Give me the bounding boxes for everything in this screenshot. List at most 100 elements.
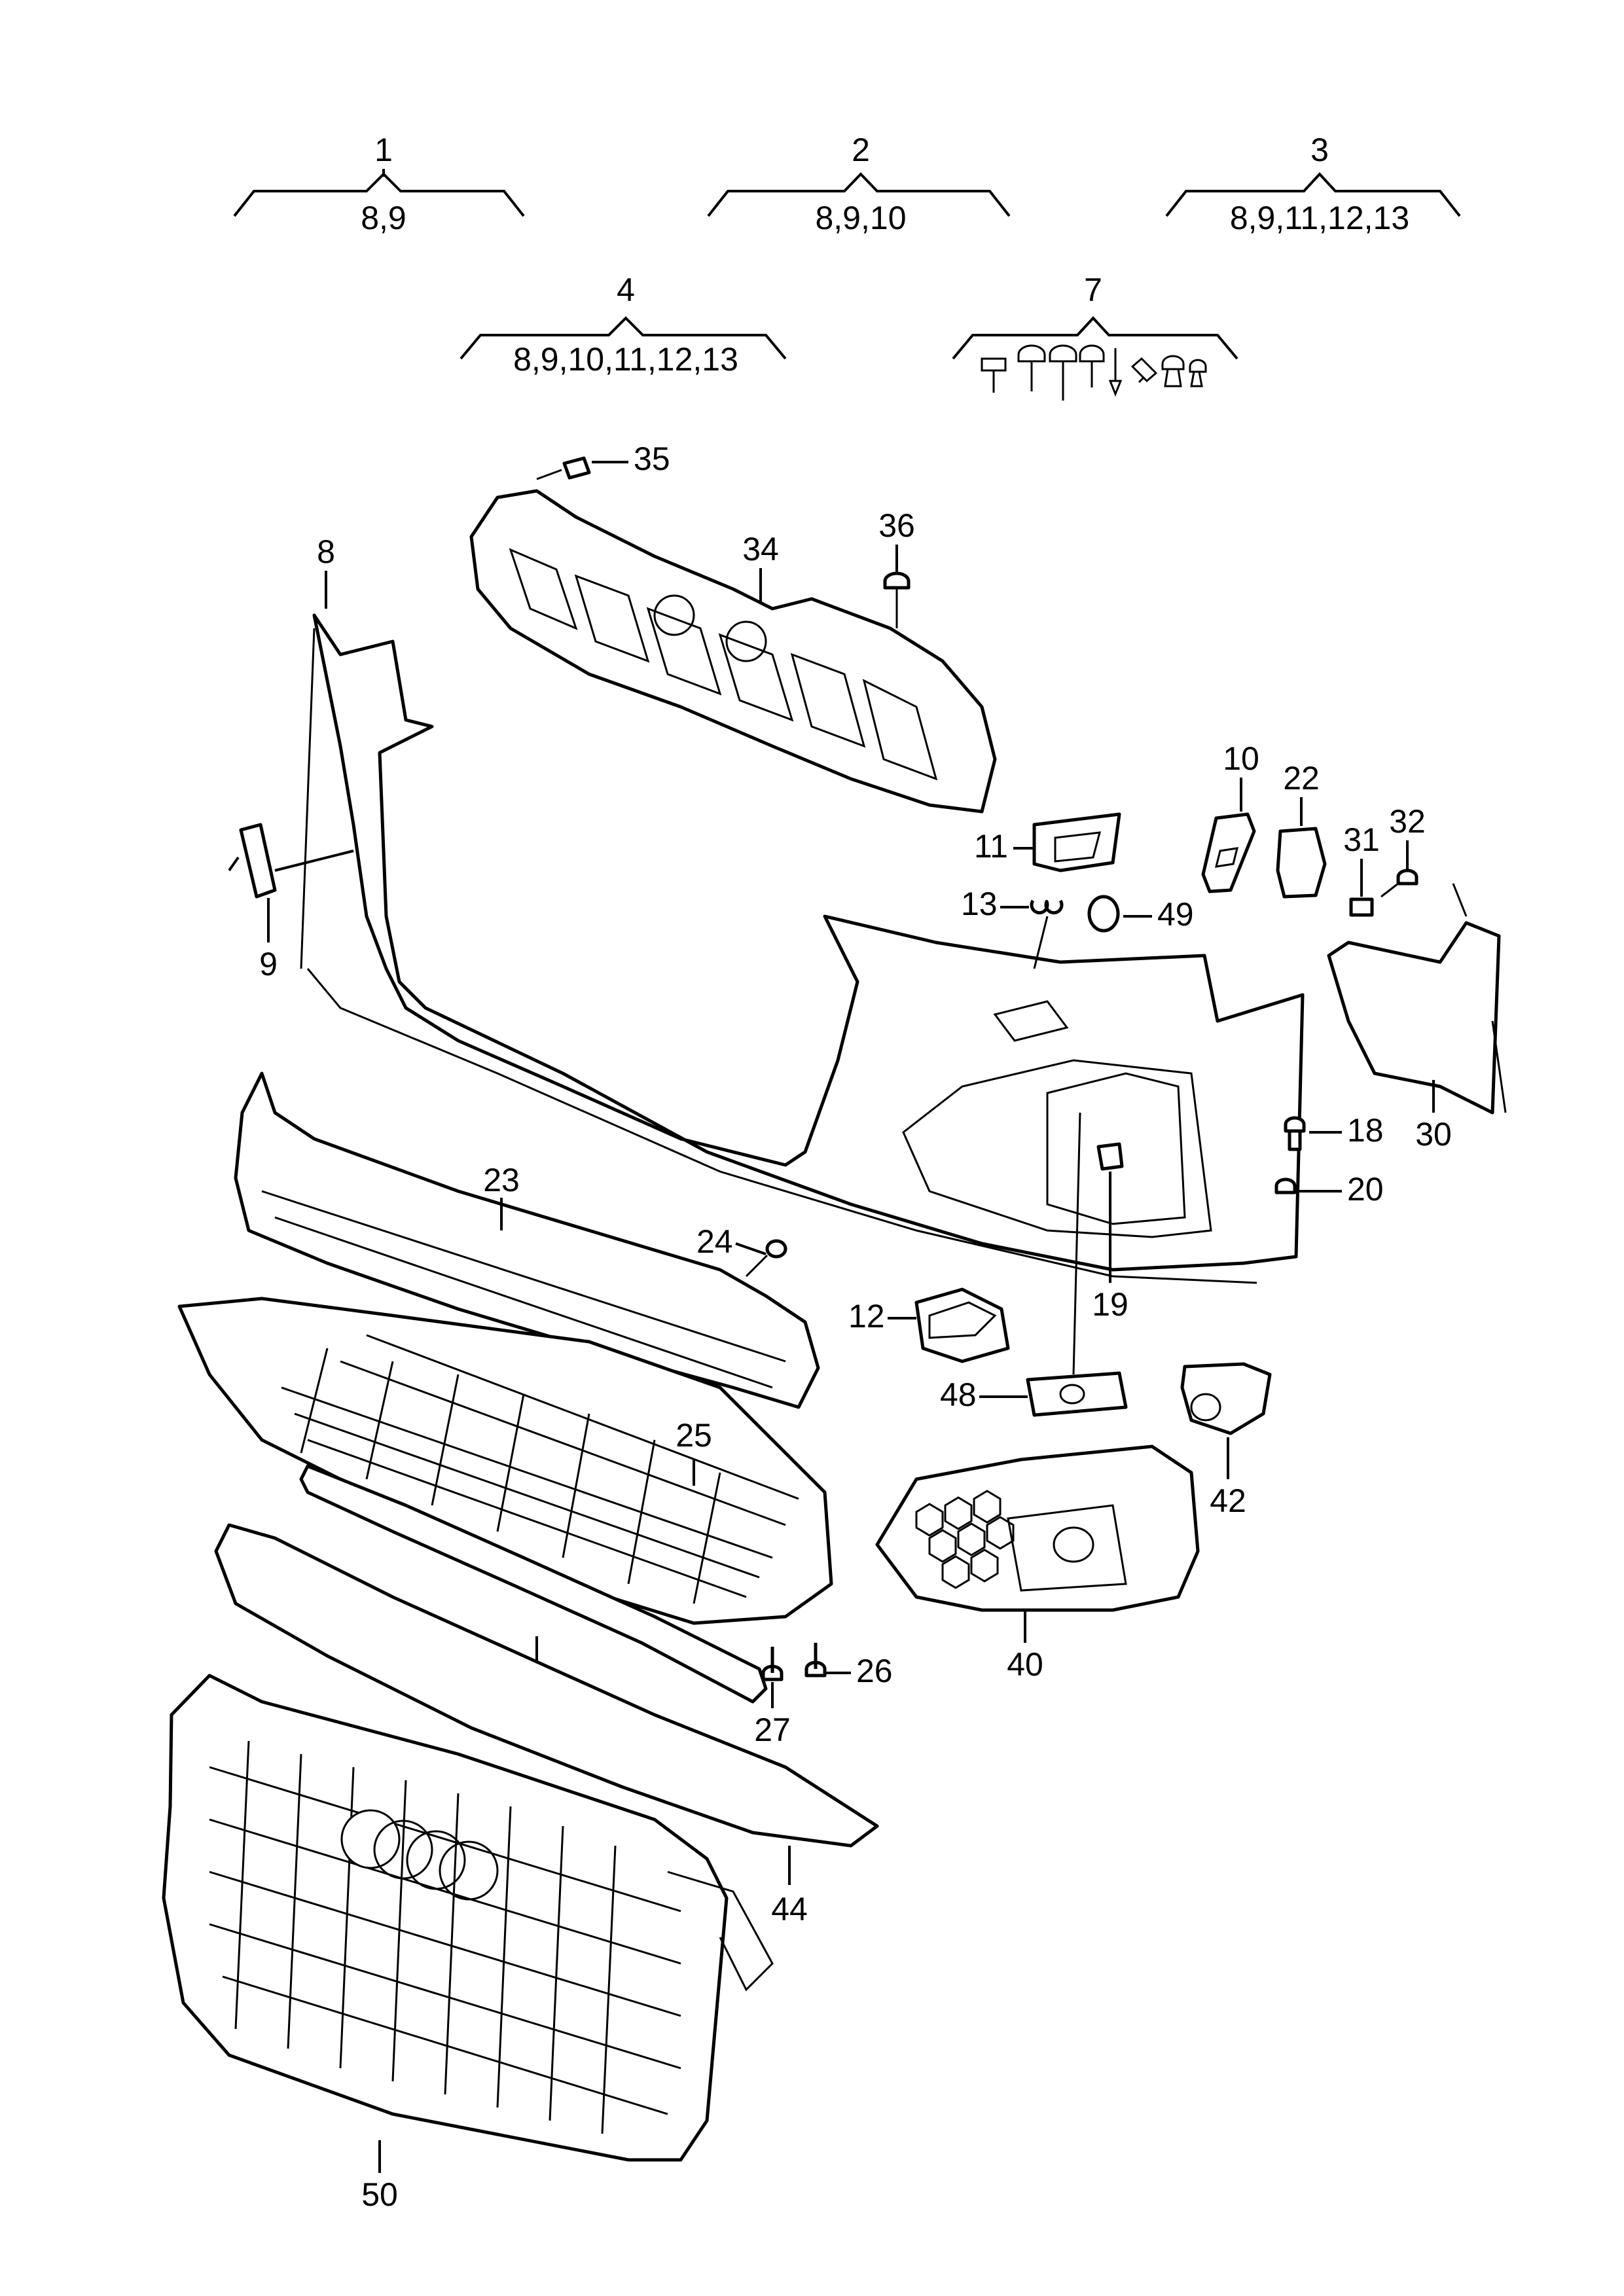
grille-40-frame <box>875 1444 1200 1612</box>
callout-11-label: 11 <box>974 828 1008 865</box>
rivet-icon <box>1189 359 1207 387</box>
callout-13-label: 13 <box>961 886 998 922</box>
group-7-bracket <box>952 316 1238 360</box>
part-8-bumper-cover <box>300 613 1305 1284</box>
grille-40-honeycomb <box>915 1490 1015 1589</box>
group-2: 2 8,9,10 <box>707 132 1011 236</box>
grille-50-side-tab <box>667 1871 774 1992</box>
callout-12: 12 <box>848 1287 1010 1363</box>
pin-icon <box>1108 348 1123 397</box>
callout-27: 27 <box>754 1647 791 1748</box>
spoiler-44-body <box>214 1523 879 1848</box>
part-35-screw-shape <box>562 456 591 480</box>
callout-20: 20 <box>1274 1171 1384 1208</box>
part-48-sensor-holder <box>1026 1371 1128 1417</box>
part-49-sensor <box>1087 895 1120 933</box>
part-50-radiator-grille: 50 <box>162 1674 774 2213</box>
group-7: 7 <box>952 272 1238 401</box>
part-10-cover <box>1201 812 1256 893</box>
group-2-parts: 8,9,10 <box>815 200 906 236</box>
callout-24: 24 <box>696 1223 787 1278</box>
callout-19: 19 <box>1092 1142 1128 1323</box>
callout-18: 18 <box>1284 1112 1384 1151</box>
part-34-bumper-carrier <box>469 456 997 814</box>
callout-19-label: 19 <box>1092 1286 1128 1323</box>
group-3-parts: 8,9,11,12,13 <box>1230 200 1409 236</box>
callout-18-label: 18 <box>1347 1112 1384 1149</box>
part-30-bracket: 30 <box>1327 883 1507 1153</box>
callout-8-label: 8 <box>317 533 335 570</box>
carrier-cells <box>509 548 938 781</box>
part-24-screw <box>765 1239 787 1259</box>
part-13-clip <box>1030 899 1064 915</box>
part-18-rivet <box>1284 1116 1306 1151</box>
callout-32: 32 <box>1380 803 1426 898</box>
callout-44-label: 44 <box>771 1891 808 1928</box>
part-32-screw <box>1396 869 1418 886</box>
group-2-number: 2 <box>852 132 870 168</box>
strip-28-body <box>299 1464 768 1704</box>
callout-48: 48 <box>940 1112 1128 1417</box>
part-9-bracket <box>239 823 277 899</box>
group-3-bracket <box>1165 172 1461 217</box>
group-1-number: 1 <box>374 132 393 168</box>
callout-22-label: 22 <box>1283 760 1320 797</box>
part-36-screw <box>883 571 911 590</box>
part-20-clip <box>1274 1177 1297 1194</box>
callout-11: 11 <box>974 812 1121 872</box>
fog-light-inner <box>1046 1072 1186 1225</box>
expansion-rivet-icon <box>1161 355 1185 387</box>
callout-31-label: 31 <box>1343 821 1380 858</box>
callout-36-label: 36 <box>878 507 915 544</box>
callout-48-label: 48 <box>940 1376 977 1413</box>
part-42-bracket <box>1180 1362 1272 1435</box>
screw-icon-2 <box>1079 344 1105 387</box>
part-23-lower-carrier: 23 <box>234 1071 820 1409</box>
callout-30-label: 30 <box>1415 1116 1452 1153</box>
fastener-set-icons <box>981 344 1207 401</box>
part-31-clip <box>1349 897 1374 917</box>
tow-eye-cover-opening <box>993 1000 1069 1042</box>
bolt-icon <box>981 357 1007 393</box>
group-1-parts: 8,9 <box>361 200 406 236</box>
panel-25-mesh <box>281 1334 799 1604</box>
group-4-parts: 8,9,10,11,12,13 <box>513 341 738 378</box>
group-7-number: 7 <box>1084 272 1102 308</box>
cover-side-edge <box>300 628 316 969</box>
callout-34: 34 <box>742 531 779 602</box>
callout-35-label: 35 <box>634 440 670 477</box>
cover-outline <box>312 613 1305 1272</box>
group-3-number: 3 <box>1310 132 1329 168</box>
clip-icon <box>1130 357 1158 384</box>
callout-25-label: 25 <box>676 1417 712 1454</box>
callout-12-label: 12 <box>848 1298 885 1335</box>
part-26-screw <box>804 1643 827 1677</box>
part-11-tow-eye-cover <box>1032 812 1121 872</box>
group-4-number: 4 <box>617 272 635 308</box>
callout-34-label: 34 <box>742 531 779 567</box>
callout-8: 8 <box>317 533 335 609</box>
callout-24-label: 24 <box>696 1223 733 1260</box>
group-2-bracket <box>707 172 1011 217</box>
callout-10-label: 10 <box>1223 740 1259 777</box>
panel-25-body <box>177 1297 833 1625</box>
callout-26: 26 <box>804 1643 893 1689</box>
part-22-bracket <box>1276 827 1327 899</box>
group-3: 3 8,9,11,12,13 <box>1165 132 1461 236</box>
callout-27-label: 27 <box>754 1712 791 1748</box>
part-27-screw <box>761 1647 784 1681</box>
long-screw-icon <box>1049 344 1077 401</box>
callout-42-label: 42 <box>1210 1482 1246 1519</box>
callout-42: 42 <box>1180 1362 1272 1519</box>
part-40-fog-grille: 40 <box>875 1444 1200 1683</box>
group-4: 4 8,9,10,11,12,13 <box>460 272 787 378</box>
group-1-bracket <box>233 169 525 217</box>
callout-10: 10 <box>1201 740 1259 893</box>
cover-lower-edge <box>306 968 1257 1284</box>
part-25-underbody-panel: 25 <box>177 1297 833 1625</box>
callout-22: 22 <box>1276 760 1327 899</box>
group-1: 1 8,9 <box>233 132 525 236</box>
callout-23-label: 23 <box>483 1162 520 1198</box>
callout-13: 13 <box>961 886 1064 969</box>
